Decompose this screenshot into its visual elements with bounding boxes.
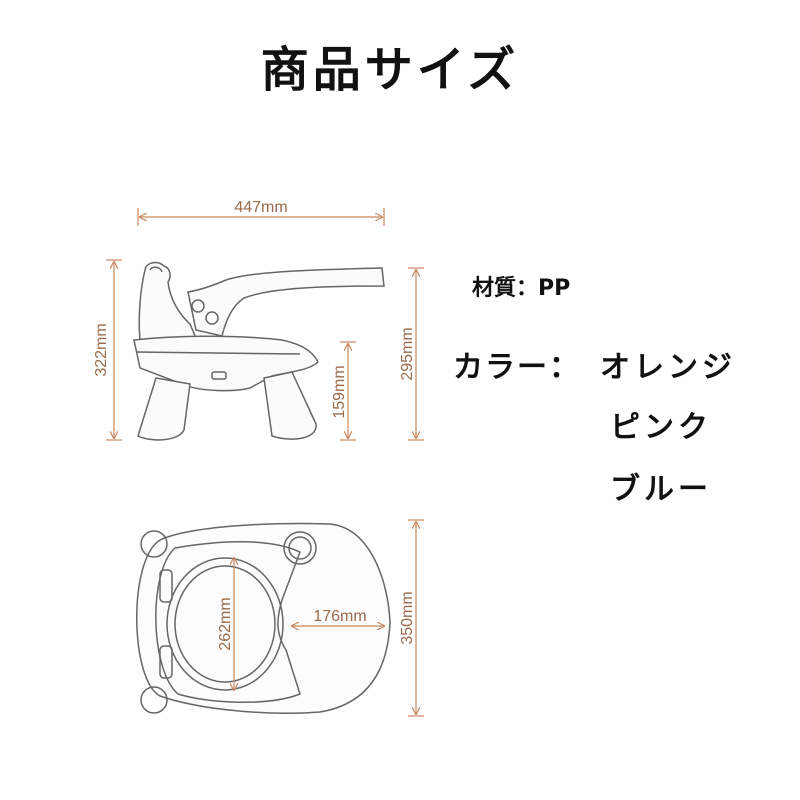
seat-width-label: 176mm — [313, 608, 366, 625]
depth-total-label: 350mm — [399, 591, 416, 644]
height-total-label: 322mm — [93, 323, 110, 376]
color-option-blue: ブルー — [610, 472, 712, 507]
width-top-label: 447mm — [234, 199, 287, 216]
seat-depth-label: 262mm — [217, 597, 234, 650]
height-legs-label: 159mm — [331, 365, 348, 418]
color-option-pink: ピンク — [610, 410, 712, 445]
material-spec: 材質：PP — [472, 276, 571, 301]
color-option-orange: オレンジ — [600, 350, 736, 385]
side-view-drawing — [133, 261, 385, 441]
height-tray-label: 295mm — [399, 327, 416, 380]
color-label: カラー： — [453, 350, 581, 385]
page-title: 商品サイズ — [260, 42, 520, 98]
top-view-drawing — [136, 522, 391, 714]
